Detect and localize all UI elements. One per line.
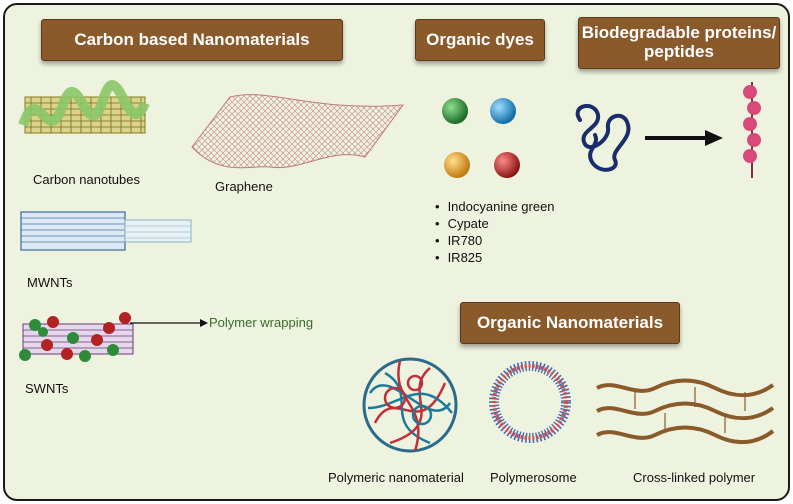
- organic-dyes-header: Organic dyes: [415, 19, 545, 61]
- dye-item: Indocyanine green: [435, 198, 555, 215]
- swnts-label: SWNTs: [25, 381, 69, 396]
- mwnts-label: MWNTs: [27, 275, 73, 290]
- protein-coil-illustration: [575, 104, 631, 172]
- figure-panel: Carbon based Nanomaterials Organic dyes …: [3, 3, 790, 501]
- dye-spheres: [442, 98, 520, 178]
- cross-linked-polymer-label: Cross-linked polymer: [633, 470, 756, 485]
- mwnt-illustration: [20, 211, 192, 251]
- proteins-peptides-header: Biodegradable proteins/ peptides: [578, 17, 780, 69]
- dye-list: Indocyanine green Cypate IR780 IR825: [435, 198, 555, 266]
- dye-sphere-red: [494, 152, 520, 178]
- cross-linked-polymer-illustration: [596, 378, 775, 445]
- carbon-nanomaterials-header: Carbon based Nanomaterials: [41, 19, 343, 61]
- polymer-wrapping-arrow: [130, 319, 208, 327]
- polymerosome-label: Polymerosome: [490, 470, 577, 485]
- peptide-chain-illustration: [743, 82, 761, 178]
- proteins-header-line1: Biodegradable proteins/: [581, 23, 777, 43]
- dye-sphere-green: [442, 98, 468, 124]
- polymeric-nanomaterial-illustration: [362, 357, 458, 453]
- carbon-nanotube-illustration: [18, 80, 150, 134]
- polymer-wrapping-label: Polymer wrapping: [209, 315, 314, 330]
- swnt-illustration: [19, 312, 134, 362]
- graphene-illustration: [191, 94, 405, 169]
- dye-sphere-orange: [444, 152, 470, 178]
- carbon-nanotubes-label: Carbon nanotubes: [33, 172, 140, 187]
- protein-to-peptide-arrow: [645, 130, 723, 146]
- polymerosome-illustration: [489, 361, 571, 443]
- proteins-header-line2: peptides: [644, 42, 714, 61]
- dye-item: IR825: [435, 249, 555, 266]
- polymeric-nanomaterial-label: Polymeric nanomaterial: [328, 470, 464, 485]
- dye-item: IR780: [435, 232, 555, 249]
- graphene-label: Graphene: [215, 179, 273, 194]
- dye-sphere-blue: [490, 98, 516, 124]
- organic-nanomaterials-header: Organic Nanomaterials: [460, 302, 680, 344]
- dye-item: Cypate: [435, 215, 555, 232]
